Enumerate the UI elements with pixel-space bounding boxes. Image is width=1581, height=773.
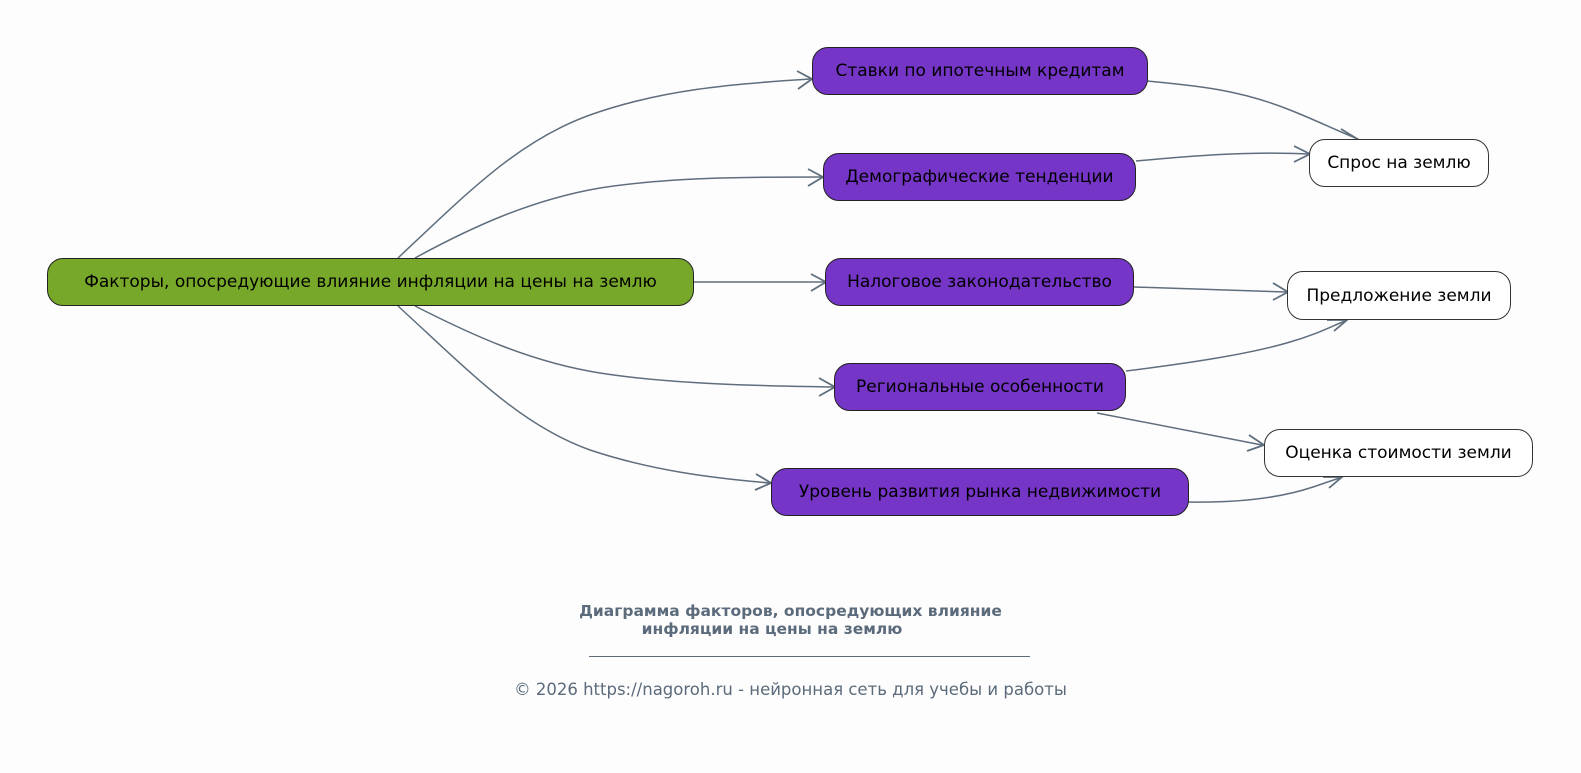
node-real-estate-market: Уровень развития рынка недвижимости [771, 468, 1189, 516]
arrowhead-supply-2 [1327, 319, 1350, 332]
node-mortgage-rates: Ставки по ипотечным кредитам [812, 47, 1148, 95]
node-tax-legislation: Налоговое законодательство [825, 258, 1134, 306]
node-demographic-trends-label: Демографические тенденции [845, 167, 1114, 187]
edge-demography-demand [1135, 152, 1309, 162]
node-real-estate-market-label: Уровень развития рынка недвижимости [798, 482, 1162, 502]
node-land-demand-label: Спрос на землю [1327, 153, 1471, 173]
node-demographic-trends: Демографические тенденции [823, 153, 1136, 201]
copyright-credit: © 2026 https://nagoroh.ru - нейронная се… [514, 680, 1067, 699]
node-regional-features: Региональные особенности [834, 363, 1126, 411]
edge-root-market [397, 305, 771, 484]
node-tax-legislation-label: Налоговое законодательство [847, 272, 1112, 292]
node-regional-features-label: Региональные особенности [856, 377, 1104, 397]
node-land-supply: Предложение земли [1287, 271, 1511, 320]
diagram-title-line1: Диаграмма факторов, опосредующих влияние [579, 602, 1002, 620]
edge-root-mortgage [397, 78, 811, 259]
edge-mortgage-demand [1146, 80, 1359, 140]
node-land-supply-label: Предложение земли [1306, 285, 1492, 306]
edge-market-valuation [1187, 477, 1341, 503]
node-root-label: Факторы, опосредующие влияние инфляции н… [84, 272, 657, 292]
diagram-title-line2: инфляции на цены на землю [641, 620, 903, 638]
diagram-title: Диаграмма факторов, опосредующих влияние… [0, 602, 1581, 638]
node-land-valuation: Оценка стоимости земли [1264, 429, 1533, 477]
edge-regional-valuation [1096, 412, 1263, 446]
edge-root-regional [414, 305, 835, 388]
node-land-valuation-label: Оценка стоимости земли [1285, 443, 1512, 463]
edge-root-demography [414, 176, 823, 259]
node-mortgage-rates-label: Ставки по ипотечным кредитам [835, 61, 1125, 81]
edge-tax-supply [1133, 286, 1287, 293]
edge-regional-supply [1125, 320, 1346, 372]
node-land-demand: Спрос на землю [1309, 139, 1489, 187]
arrowhead-valuation-2 [1323, 476, 1345, 489]
node-root: Факторы, опосредующие влияние инфляции н… [47, 258, 694, 306]
caption-divider [589, 656, 1030, 657]
